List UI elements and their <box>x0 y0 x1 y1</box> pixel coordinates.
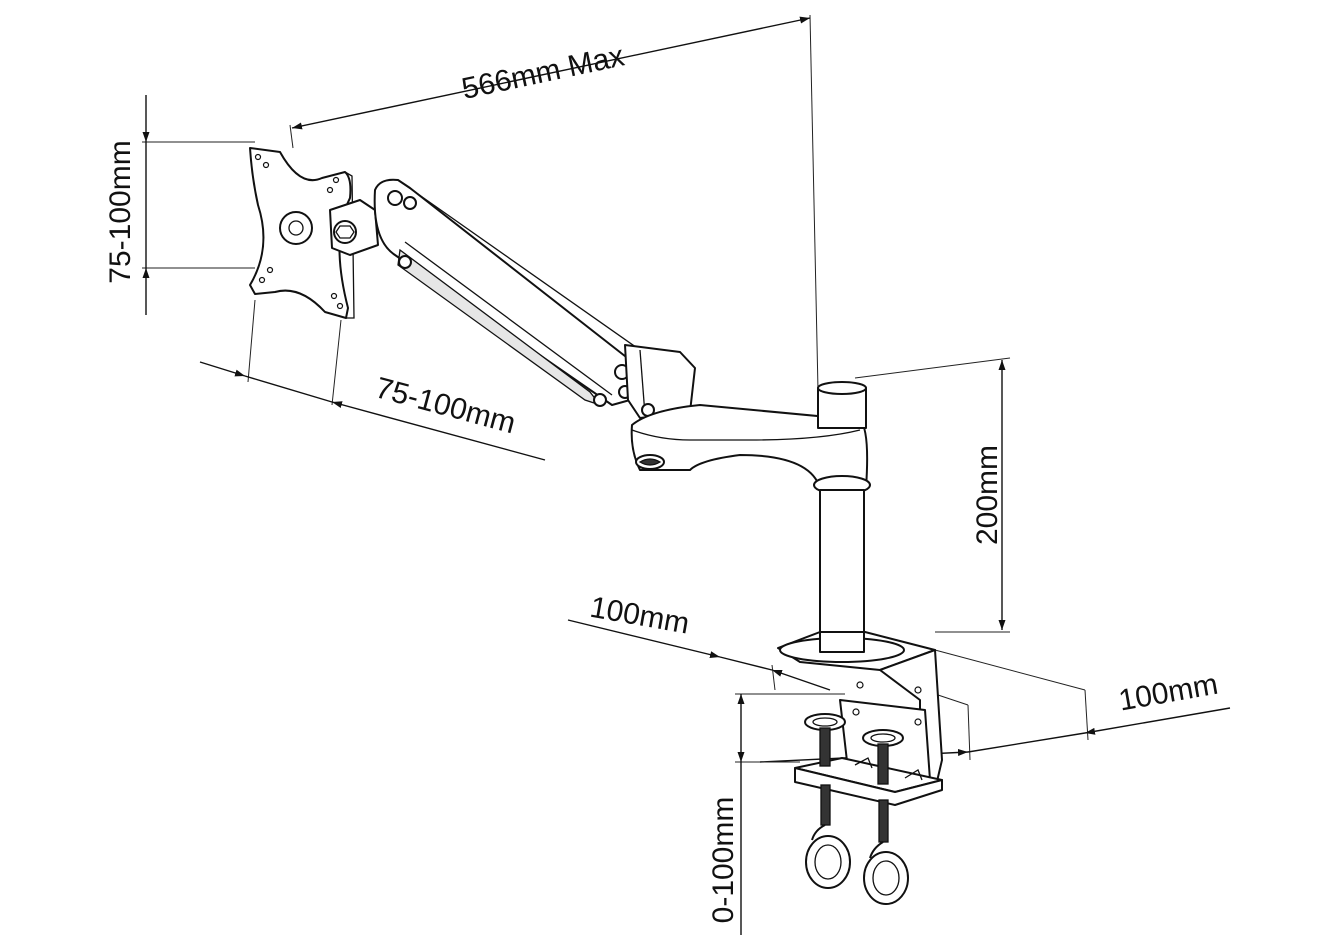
base-depth-dimension: 100mm <box>567 591 831 691</box>
mount-hole <box>852 708 860 716</box>
vesa-vertical-dimension: 75-100mm <box>104 95 255 315</box>
dimension-line <box>771 669 831 691</box>
arm-pivot <box>387 190 403 206</box>
mount-hole <box>914 718 922 726</box>
dimension-line <box>967 732 1086 753</box>
dimension-line <box>567 619 721 659</box>
arm-pivot <box>398 255 412 269</box>
vesa-center-boss <box>279 211 313 245</box>
bar-notch <box>854 757 873 769</box>
clamp-base-plate <box>777 631 936 671</box>
pole-shaft <box>819 489 865 653</box>
screw-thread <box>878 799 889 843</box>
hex-bolt-icon <box>335 225 355 239</box>
extension-line <box>331 319 342 406</box>
clamp-screw-left <box>804 713 851 889</box>
lower-arm-body <box>630 404 869 489</box>
clamp-range-label: 0-100mm <box>707 797 740 924</box>
eye-bolt-neck <box>869 841 884 859</box>
dimension-line <box>244 375 333 403</box>
upper-arm-edge <box>404 241 613 396</box>
vesa-mounting-plate <box>249 147 355 319</box>
pole-foot <box>819 631 865 653</box>
eye-bolt-neck <box>811 824 826 841</box>
extension-line <box>934 649 1086 691</box>
cable-clip-icon <box>638 458 662 466</box>
screw-thread <box>820 784 831 826</box>
dimension-line <box>719 656 773 671</box>
pole-height-label: 200mm <box>971 445 1004 545</box>
eye-bolt-ring-icon <box>863 851 909 905</box>
bar-notch <box>904 769 923 781</box>
dimension-line <box>1084 707 1231 735</box>
dimension-line <box>199 361 246 377</box>
pole-cap-top <box>817 381 867 395</box>
base-width-dimension: 100mm <box>759 649 1231 763</box>
extension-line <box>854 357 1011 379</box>
arm-pivot <box>403 196 417 210</box>
clamp-screw-right <box>862 729 909 905</box>
vesa-center-hole <box>288 220 304 236</box>
extension-line <box>937 694 969 706</box>
base-width-label: 100mm <box>1116 668 1220 718</box>
vesa-vertical-label: 75-100mm <box>104 140 137 283</box>
gas-spring-arm <box>373 178 641 407</box>
pole-height-dimension: 200mm <box>854 357 1011 633</box>
eye-bolt-ring-icon <box>805 835 851 889</box>
upper-arm-edge <box>397 179 641 351</box>
mount-hole <box>914 686 922 694</box>
extension-line <box>247 299 256 383</box>
base-depth-label: 100mm <box>588 591 692 641</box>
dimension-line <box>291 16 811 130</box>
extension-line <box>771 664 776 691</box>
dimension-line <box>331 401 546 461</box>
extension-line <box>289 124 294 149</box>
tilt-knob <box>333 220 357 244</box>
lower-arm-edge <box>631 429 861 441</box>
screw-shaft <box>819 727 831 767</box>
extension-line <box>967 704 971 761</box>
arm-pivot <box>593 393 607 407</box>
clamp-range-dimension: 0-100mm <box>707 693 845 935</box>
clamp-bottom-bar <box>794 767 943 806</box>
extension-line <box>809 14 819 391</box>
tilt-joint <box>329 199 379 256</box>
lower-arm <box>630 404 869 489</box>
upper-arm-body <box>373 178 637 406</box>
pole <box>813 381 871 653</box>
screw-shaft <box>877 743 889 785</box>
mount-hole <box>856 681 864 689</box>
max-reach-label: 566mm Max <box>459 39 627 106</box>
vesa-horizontal-label: 75-100mm <box>372 371 519 440</box>
